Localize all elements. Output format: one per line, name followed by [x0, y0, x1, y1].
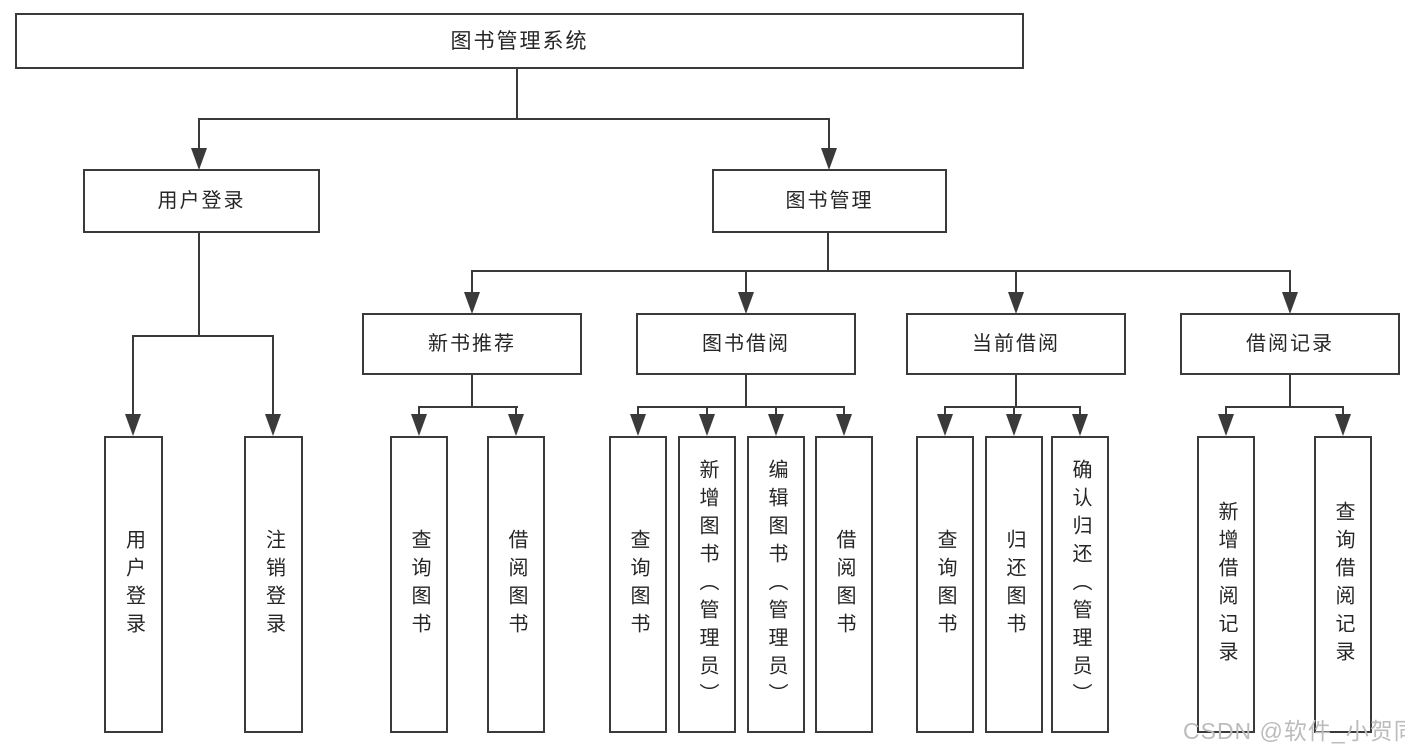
- arrowhead-user-login: [191, 148, 207, 170]
- connector-book-mgmt-stem: [827, 233, 829, 272]
- connector-new-book-bar: [418, 406, 518, 408]
- arrowhead-new-book-recommend: [464, 292, 480, 314]
- connector-root-bar: [198, 118, 830, 120]
- connector-book-borrow-shaft-1: [637, 406, 639, 417]
- leaf-query-book-borrow: 查询图书: [609, 436, 667, 733]
- arrowhead-leaf-logout: [265, 414, 281, 436]
- connector-book-mgmt-shaft-2: [745, 270, 747, 294]
- arrowhead-leaf-user-login: [125, 414, 141, 436]
- connector-book-borrow-bar: [637, 406, 845, 408]
- connector-root-shaft-left: [198, 118, 200, 150]
- connector-current-borrow-shaft-3: [1079, 406, 1081, 417]
- arrowhead-borrow-book: [836, 414, 852, 436]
- connector-new-book-shaft-1: [418, 406, 420, 417]
- connector-borrow-records-shaft-1: [1225, 406, 1227, 417]
- node-borrow-records: 借阅记录: [1180, 313, 1400, 375]
- node-root: 图书管理系统: [15, 13, 1024, 69]
- leaf-logout: 注销登录: [244, 436, 303, 733]
- connector-user-login-shaft-2: [272, 335, 274, 416]
- leaf-add-book-admin: 新增图书（管理员）: [678, 436, 736, 733]
- connector-borrow-records-shaft-2: [1342, 406, 1344, 417]
- connector-current-borrow-shaft-1: [944, 406, 946, 417]
- leaf-edit-book-admin: 编辑图书（管理员）: [747, 436, 805, 733]
- arrowhead-current-borrow: [1008, 292, 1024, 314]
- leaf-confirm-return-admin: 确认归还（管理员）: [1051, 436, 1109, 733]
- connector-book-borrow-shaft-4: [843, 406, 845, 417]
- arrowhead-borrow-records: [1282, 292, 1298, 314]
- connector-user-login-shaft-1: [132, 335, 134, 416]
- connector-book-borrow-shaft-2: [706, 406, 708, 417]
- arrowhead-confirm-return-admin: [1072, 414, 1088, 436]
- csdn-watermark: CSDN @软件_小贺同学: [1183, 718, 1405, 744]
- connector-book-mgmt-shaft-1: [471, 270, 473, 294]
- arrowhead-query-borrow-record: [1335, 414, 1351, 436]
- connector-borrow-records-bar: [1225, 406, 1344, 408]
- leaf-user-login: 用户登录: [104, 436, 163, 733]
- node-new-book-recommend: 新书推荐: [362, 313, 582, 375]
- connector-new-book-stem: [471, 375, 473, 408]
- node-book-management: 图书管理: [712, 169, 947, 233]
- connector-current-borrow-stem: [1015, 375, 1017, 408]
- arrowhead-query-book-current: [937, 414, 953, 436]
- leaf-add-borrow-record: 新增借阅记录: [1197, 436, 1255, 733]
- arrowhead-edit-book-admin: [768, 414, 784, 436]
- leaf-query-book-current: 查询图书: [916, 436, 974, 733]
- arrowhead-book-management: [821, 148, 837, 170]
- connector-current-borrow-shaft-2: [1013, 406, 1015, 417]
- connector-user-login-stem: [198, 233, 200, 335]
- node-current-borrow: 当前借阅: [906, 313, 1126, 375]
- leaf-query-book-recommend: 查询图书: [390, 436, 448, 733]
- arrowhead-borrow-book-recommend: [508, 414, 524, 436]
- leaf-return-book: 归还图书: [985, 436, 1043, 733]
- arrowhead-query-book-recommend: [411, 414, 427, 436]
- leaf-query-borrow-record: 查询借阅记录: [1314, 436, 1372, 733]
- arrowhead-book-borrow: [738, 292, 754, 314]
- arrowhead-add-borrow-record: [1218, 414, 1234, 436]
- node-user-login: 用户登录: [83, 169, 320, 233]
- leaf-borrow-book-recommend: 借阅图书: [487, 436, 545, 733]
- connector-book-borrow-shaft-3: [775, 406, 777, 417]
- connector-user-login-bar: [132, 335, 274, 337]
- connector-current-borrow-bar: [944, 406, 1081, 408]
- connector-borrow-records-stem: [1289, 375, 1291, 408]
- connector-root-stem: [516, 69, 518, 120]
- leaf-borrow-book: 借阅图书: [815, 436, 873, 733]
- arrowhead-return-book: [1006, 414, 1022, 436]
- connector-book-borrow-stem: [745, 375, 747, 408]
- connector-book-mgmt-shaft-4: [1289, 270, 1291, 294]
- arrowhead-query-book-borrow: [630, 414, 646, 436]
- connector-root-shaft-right: [828, 118, 830, 150]
- connector-book-mgmt-shaft-3: [1015, 270, 1017, 294]
- node-book-borrow: 图书借阅: [636, 313, 856, 375]
- arrowhead-add-book-admin: [699, 414, 715, 436]
- connector-new-book-shaft-2: [515, 406, 517, 417]
- connector-book-mgmt-bar: [471, 270, 1291, 272]
